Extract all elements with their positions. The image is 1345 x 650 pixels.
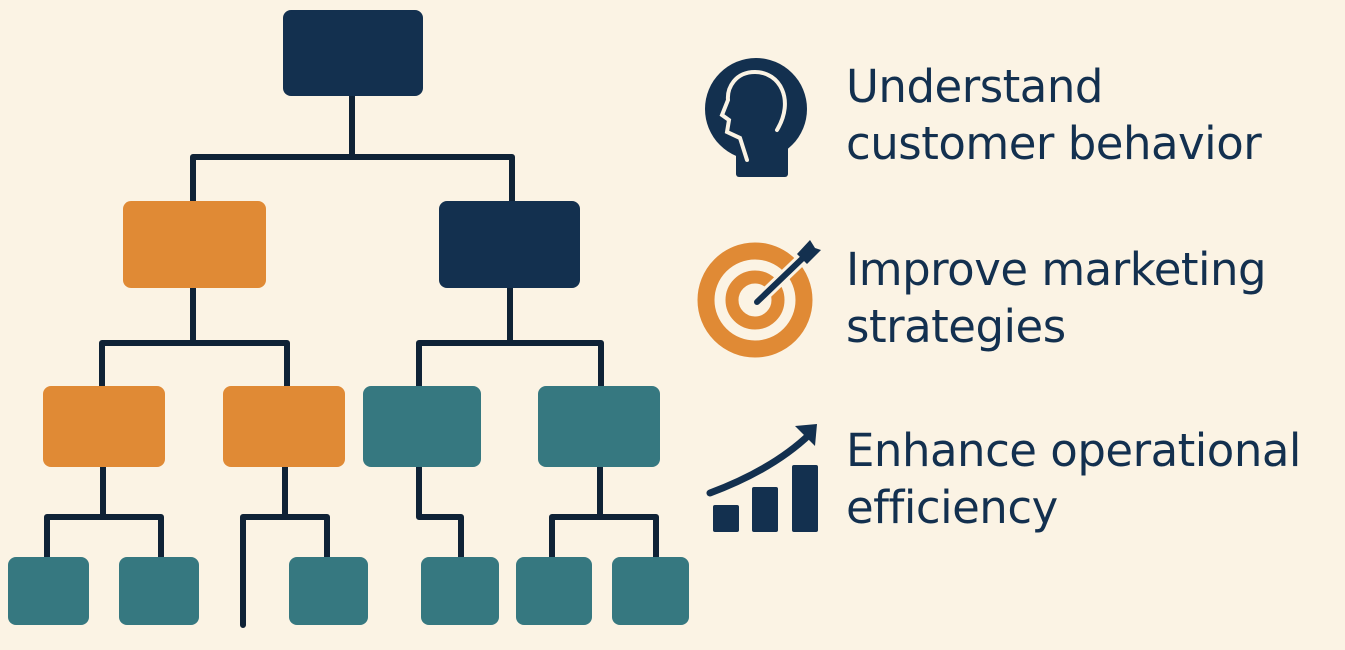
goal-line: Understand	[846, 60, 1103, 113]
goal-line: efficiency	[846, 481, 1058, 534]
node-level3-teal-1	[363, 386, 481, 467]
node-level3-teal-2	[538, 386, 660, 467]
goal-line: strategies	[846, 300, 1066, 353]
goal-line: Improve marketing	[846, 243, 1267, 296]
leaf-node	[289, 557, 368, 625]
node-level3-orange-2	[223, 386, 345, 467]
node-level2-navy	[439, 201, 580, 288]
goal-enhance-operational-efficiency: Enhance operational efficiency	[846, 422, 1301, 536]
leaf-node	[612, 557, 689, 625]
goal-line: Enhance operational	[846, 424, 1301, 477]
goal-understand-customer-behavior: Understand customer behavior	[846, 58, 1262, 172]
growth-chart-icon	[706, 424, 818, 532]
leaf-node	[516, 557, 592, 625]
root-node	[283, 10, 423, 96]
goal-improve-marketing-strategies: Improve marketing strategies	[846, 241, 1267, 355]
tree-connectors	[44, 93, 659, 628]
target-arrow-icon	[697, 240, 821, 358]
leaf-node	[8, 557, 89, 625]
goal-line: customer behavior	[846, 117, 1262, 170]
leaf-node	[421, 557, 499, 625]
head-profile-icon	[705, 58, 807, 177]
node-level2-orange	[123, 201, 266, 288]
leaf-node	[119, 557, 199, 625]
node-level3-orange-1	[43, 386, 165, 467]
